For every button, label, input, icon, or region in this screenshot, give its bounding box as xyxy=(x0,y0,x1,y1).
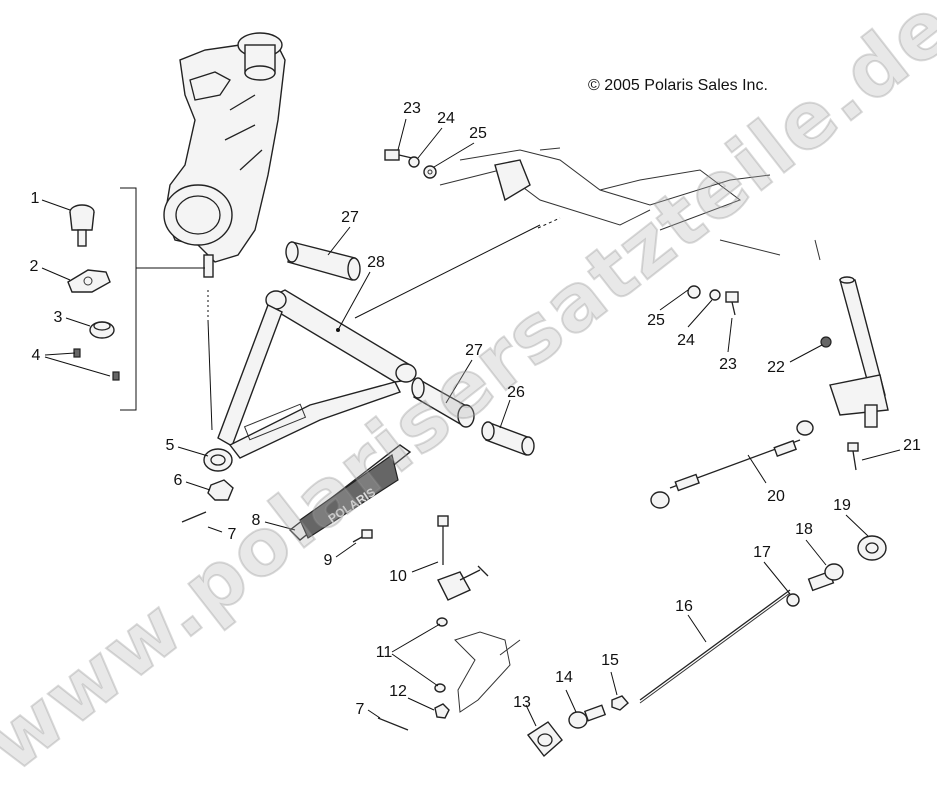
callout-25-right: 25 xyxy=(647,312,665,329)
callout-10: 10 xyxy=(389,568,407,585)
callout-8: 8 xyxy=(251,512,261,529)
tie-rod-16 xyxy=(639,589,791,704)
retainer-cap xyxy=(89,321,115,339)
frame-bolt-set-right xyxy=(687,285,739,316)
bolt-9 xyxy=(352,529,373,543)
jam-nut-15 xyxy=(611,695,629,711)
steering-knuckle xyxy=(163,32,286,278)
jam-nut-17 xyxy=(786,593,800,607)
callout-9: 9 xyxy=(323,552,333,569)
callout-13: 13 xyxy=(513,694,531,711)
rod-end-14 xyxy=(568,704,607,729)
callout-19: 19 xyxy=(833,497,851,514)
callout-17: 17 xyxy=(753,544,771,561)
callout-3: 3 xyxy=(53,309,63,326)
pivot-tube-26 xyxy=(481,421,535,456)
screws xyxy=(44,348,120,381)
bolt-21 xyxy=(847,442,859,471)
skid-plate: POLARIS xyxy=(288,444,412,541)
callout-7-lower: 7 xyxy=(355,701,365,718)
callout-25-upper: 25 xyxy=(469,125,487,142)
steering-arm-sketch xyxy=(454,631,521,713)
pivot-link xyxy=(437,565,489,601)
callout-4: 4 xyxy=(31,347,41,364)
ball-joint xyxy=(69,204,95,247)
frame-bolt-set-upper xyxy=(384,149,437,179)
exploded-view-drawing: POLARIS xyxy=(41,32,901,758)
callout-23-upper: 23 xyxy=(403,100,421,117)
callout-1: 1 xyxy=(30,190,40,207)
rod-end-19 xyxy=(857,535,887,561)
callout-27-lower: 27 xyxy=(465,342,483,359)
callout-28: 28 xyxy=(367,254,385,271)
callout-23-right: 23 xyxy=(719,356,737,373)
callout-20: 20 xyxy=(767,488,785,505)
castle-nut xyxy=(207,479,234,501)
copyright-notice: © 2005 Polaris Sales Inc. xyxy=(588,77,768,94)
callout-21: 21 xyxy=(903,437,921,454)
callout-5: 5 xyxy=(165,437,175,454)
rod-end-13 xyxy=(526,721,563,758)
callout-2: 2 xyxy=(29,258,39,275)
tie-rod-assembly xyxy=(650,420,814,509)
callout-22: 22 xyxy=(767,359,785,376)
ball-joint-plate xyxy=(67,269,111,293)
callout-27-upper: 27 xyxy=(341,209,359,226)
callout-16: 16 xyxy=(675,598,693,615)
callout-11: 11 xyxy=(375,644,393,661)
callout-18: 18 xyxy=(795,521,813,538)
group-bracket xyxy=(120,187,213,431)
frame-section xyxy=(354,147,821,319)
steering-post xyxy=(820,276,889,428)
callout-15: 15 xyxy=(601,652,619,669)
rod-end-18 xyxy=(807,563,844,592)
pivot-tube-lower xyxy=(411,377,475,428)
bolt-10 xyxy=(437,515,449,565)
callout-24-right: 24 xyxy=(677,332,695,349)
callout-12: 12 xyxy=(389,683,407,700)
callout-14: 14 xyxy=(555,669,573,686)
callout-24-upper: 24 xyxy=(437,110,455,127)
callout-26: 26 xyxy=(507,384,525,401)
a-arm xyxy=(203,289,417,472)
callout-7-upper: 7 xyxy=(227,526,237,543)
callout-leaders xyxy=(41,118,901,727)
callout-6: 6 xyxy=(173,472,183,489)
nut-12 xyxy=(434,703,450,719)
pivot-tube-upper xyxy=(285,241,361,281)
cotter-pin-upper xyxy=(181,511,207,523)
cotter-pin-lower xyxy=(377,717,409,731)
